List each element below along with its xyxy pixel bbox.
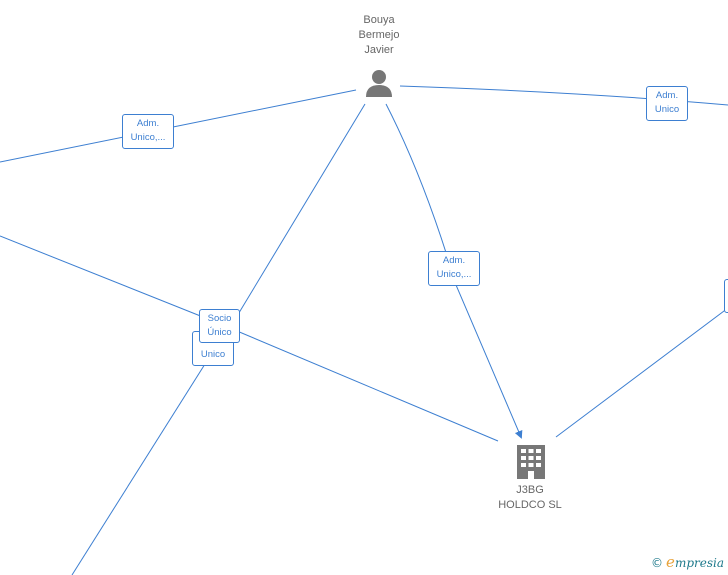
edge-lower-left	[71, 363, 206, 575]
building-icon[interactable]	[515, 443, 547, 479]
edge-person-center	[224, 103, 366, 337]
brand-name: mpresia	[674, 556, 724, 570]
edge-right-company	[555, 307, 728, 438]
edge-label-socio[interactable]: Socio Único	[199, 309, 240, 343]
edge-label-right-partial[interactable]	[724, 279, 728, 313]
edge-person-left	[0, 89, 357, 163]
edge-label-top-left[interactable]: Adm. Unico,...	[122, 114, 174, 149]
company-label[interactable]: J3BG HOLDCO SL	[498, 484, 562, 511]
edge-person-right	[399, 85, 728, 106]
edge-left-company	[0, 235, 499, 442]
edge-label-top-right[interactable]: Adm. Unico	[646, 86, 688, 121]
edge-label-middle[interactable]: Adm. Unico,...	[428, 251, 480, 286]
person-label[interactable]: Bouya Bermejo Javier	[358, 14, 400, 56]
copyright-symbol: ©	[651, 556, 664, 570]
brand-initial: e	[666, 553, 675, 571]
person-icon[interactable]	[364, 68, 394, 98]
empresia-logo: ©empresia	[651, 553, 724, 571]
